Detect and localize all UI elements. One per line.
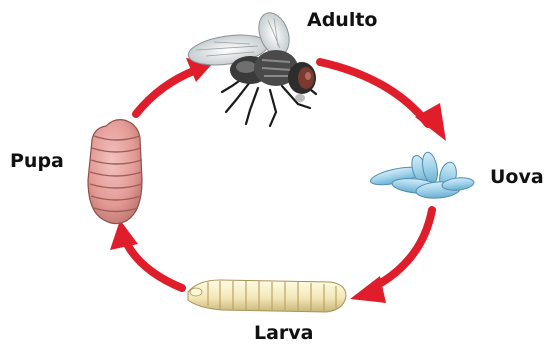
- arrow-adult-to-eggs: [320, 62, 446, 141]
- stage-label-eggs: Uova: [490, 166, 544, 188]
- arrow-eggs-to-larva: [350, 210, 432, 303]
- stage-label-pupa: Pupa: [10, 150, 64, 172]
- egg-cluster-icon: [369, 151, 474, 199]
- pupa-icon: [88, 120, 142, 224]
- arrow-pupa-to-adult: [136, 58, 214, 114]
- stage-label-larva: Larva: [254, 322, 314, 344]
- maggot-icon: [188, 280, 346, 312]
- arrow-larva-to-pupa: [110, 220, 182, 288]
- stage-label-adult: Adulto: [307, 9, 377, 31]
